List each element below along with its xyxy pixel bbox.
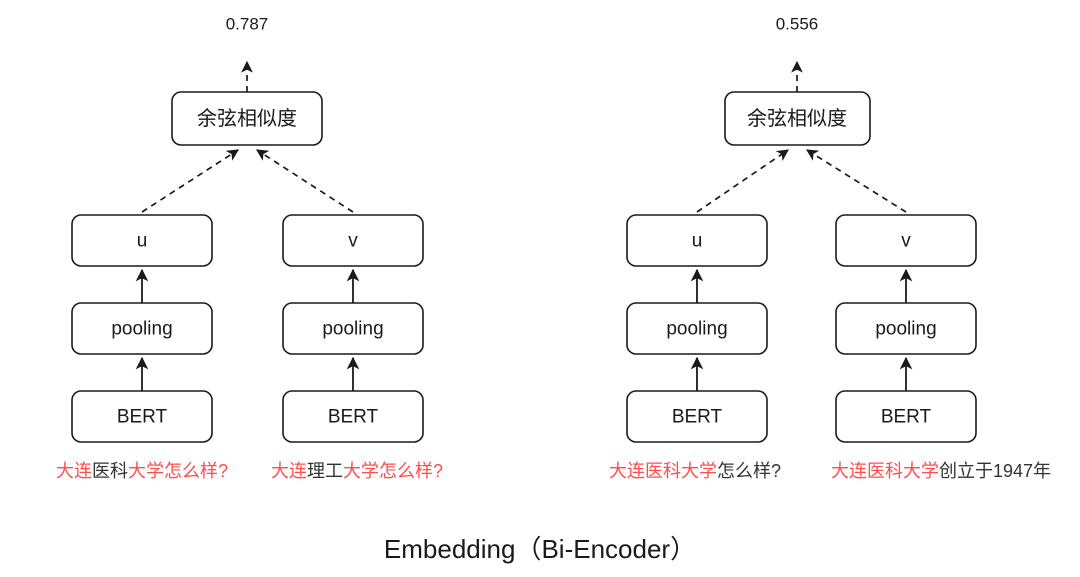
cosine-similarity-label-right: 余弦相似度 <box>747 107 847 130</box>
encoder-box-u-right <box>626 390 768 443</box>
cosine-similarity-label-left: 余弦相似度 <box>197 107 297 130</box>
sentence-segment: 怎么样? <box>717 461 781 481</box>
sentence-segment: 大学怎么样? <box>343 461 443 481</box>
vector-label-u-left: u <box>137 231 148 252</box>
vector-label-u-right: u <box>692 231 703 252</box>
vector-box-u-right <box>626 214 768 267</box>
input-sentence-u-left: 大连医科大学怎么样? <box>56 461 228 481</box>
encoder-block-left: 0.787 余弦相似度 u pooling BERT 大连医科大学怎么样? v … <box>56 15 443 482</box>
vector-label-v-right: v <box>901 231 911 252</box>
similarity-score-right: 0.556 <box>776 15 819 34</box>
pooling-box-v-left <box>282 302 424 355</box>
edge-v-to-similarity-right <box>805 149 907 213</box>
edge-u-to-similarity-left <box>141 149 239 213</box>
branch-u-right: u pooling BERT 大连医科大学怎么样? <box>609 214 781 481</box>
sentence-segment: 大连 <box>56 461 92 481</box>
encoder-label-u-left: BERT <box>117 407 168 428</box>
similarity-score-left: 0.787 <box>226 15 269 34</box>
encoder-box-v-right <box>835 390 977 443</box>
encoder-label-v-left: BERT <box>328 407 379 428</box>
pooling-box-u-left <box>71 302 213 355</box>
sentence-segment: 大学怎么样? <box>128 461 228 481</box>
vector-label-v-left: v <box>348 231 358 252</box>
sentence-segment: 大连医科大学 <box>609 461 717 481</box>
pooling-label-u-right: pooling <box>666 319 727 340</box>
sentence-segment: 创立于1947年 <box>939 461 1051 481</box>
pooling-label-v-left: pooling <box>322 319 383 340</box>
cosine-similarity-box-right <box>724 91 871 146</box>
input-sentence-u-right: 大连医科大学怎么样? <box>609 461 781 481</box>
pooling-label-v-right: pooling <box>875 319 936 340</box>
edge-v-to-similarity-left <box>256 149 354 213</box>
encoder-label-u-right: BERT <box>672 407 723 428</box>
encoder-box-v-left <box>282 390 424 443</box>
pooling-label-u-left: pooling <box>111 319 172 340</box>
vector-box-v-left <box>282 214 424 267</box>
encoder-block-right: 0.556 余弦相似度 u pooling BERT 大连医科大学怎么样? v … <box>609 15 1051 482</box>
sentence-segment: 理工 <box>307 461 343 481</box>
cosine-similarity-box-left <box>171 91 323 146</box>
sentence-segment: 大连 <box>271 461 307 481</box>
edge-u-to-similarity-right <box>696 149 789 213</box>
vector-box-u-left <box>71 214 213 267</box>
encoder-label-v-right: BERT <box>881 407 932 428</box>
sentence-segment: 大连医科大学 <box>831 461 939 481</box>
branch-u-left: u pooling BERT 大连医科大学怎么样? <box>56 214 228 481</box>
sentence-segment: 医科 <box>92 461 128 481</box>
input-sentence-v-left: 大连理工大学怎么样? <box>271 461 443 481</box>
vector-box-v-right <box>835 214 977 267</box>
pooling-box-v-right <box>835 302 977 355</box>
encoder-box-u-left <box>71 390 213 443</box>
input-sentence-v-right: 大连医科大学创立于1947年 <box>831 461 1051 481</box>
branch-v-right: v pooling BERT 大连医科大学创立于1947年 <box>831 214 1051 481</box>
pooling-box-u-right <box>626 302 768 355</box>
figure-caption: Embedding（Bi-Encoder） <box>384 534 696 564</box>
branch-v-left: v pooling BERT 大连理工大学怎么样? <box>271 214 443 481</box>
